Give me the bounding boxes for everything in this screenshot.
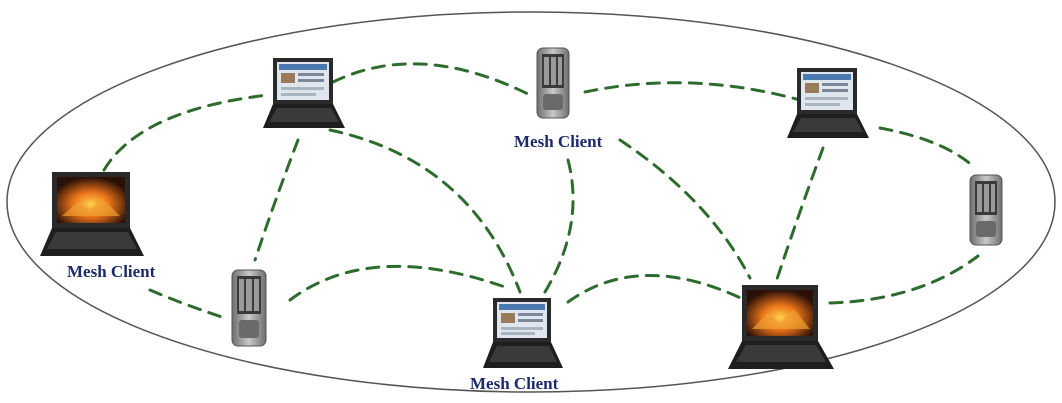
- pda-icon: [969, 174, 1003, 246]
- link-laptop-left-to-pda-bottom-left: [148, 288, 227, 320]
- mesh-client-label-bottom: Mesh Client: [470, 374, 559, 393]
- pda-icon: [231, 269, 267, 347]
- pda-icon: [536, 47, 570, 119]
- wireless-links: [102, 62, 980, 320]
- laptop-icon: [728, 285, 834, 369]
- mesh-client-label-top: Mesh Client: [514, 132, 603, 151]
- link-laptop-top-left-to-pda-bottom-left: [253, 138, 300, 262]
- link-pda-top-center-to-laptop-top-right: [583, 81, 802, 102]
- mesh-boundary-ellipse: [6, 11, 1056, 393]
- laptop-icon: [483, 298, 563, 368]
- link-laptop-left-to-laptop-top-left: [102, 93, 270, 172]
- laptop-icon: [40, 172, 144, 256]
- link-pda-top-center-to-laptop-bottom-right: [618, 138, 752, 280]
- link-laptop-top-left-to-pda-top-center: [331, 62, 532, 97]
- link-laptop-bottom-right-to-pda-right: [828, 254, 980, 305]
- link-pda-top-center-to-laptop-bottom-center: [543, 158, 575, 294]
- link-laptop-bottom-center-to-laptop-bottom-right: [566, 274, 747, 304]
- link-laptop-top-right-to-pda-right: [878, 126, 977, 170]
- link-pda-bottom-left-to-laptop-bottom-center: [288, 264, 507, 302]
- mesh-client-label-left: Mesh Client: [67, 262, 156, 281]
- link-laptop-top-right-to-laptop-bottom-right: [773, 146, 825, 287]
- laptop-icon: [787, 68, 869, 138]
- laptop-icon: [263, 58, 345, 128]
- link-laptop-top-left-to-laptop-bottom-center: [328, 128, 522, 294]
